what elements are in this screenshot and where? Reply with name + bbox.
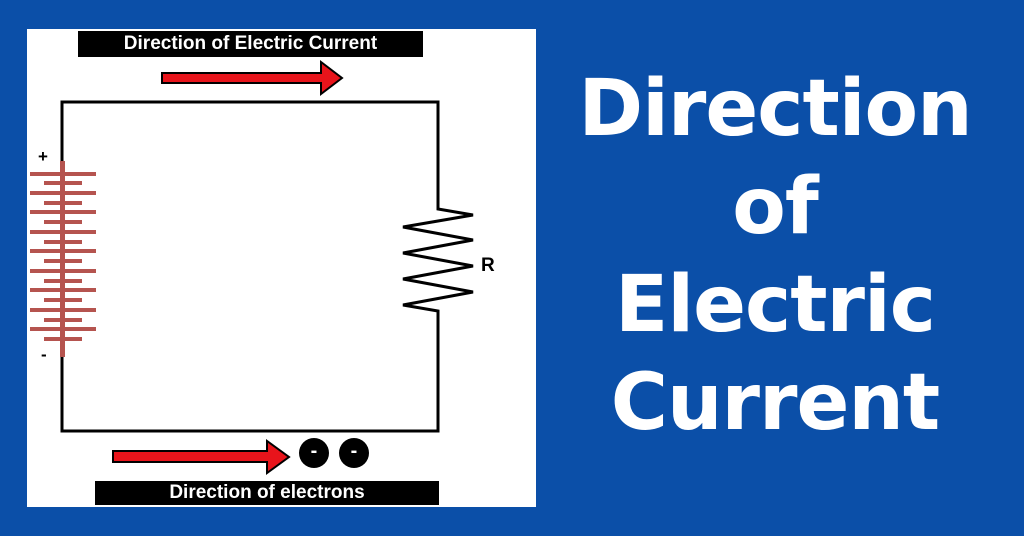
electron-direction-label: Direction of electrons [95,481,439,505]
electron-icon: - [339,438,369,468]
circuit-wires [60,100,440,433]
title-line: Direction [578,64,972,154]
page-title: Direction of Electric Current [555,60,995,452]
circuit-diagram-panel: Direction of Electric Current Direction … [27,29,536,507]
title-line: Current [610,358,940,448]
title-line: Electric [615,260,936,350]
resistor-icon [402,181,474,327]
battery-icon [30,161,96,357]
wire-top [60,100,440,181]
circuit-diagram [30,59,474,475]
electron-direction-arrow [112,439,291,475]
electron-icon: - [299,438,329,468]
wire-bottom [60,327,440,433]
negative-terminal-label: - [41,345,47,364]
current-direction-label: Direction of Electric Current [78,31,423,57]
current-direction-arrow [161,59,344,97]
positive-terminal-label: + [38,147,48,166]
resistor-label: R [481,255,495,276]
title-line: of [732,162,819,252]
